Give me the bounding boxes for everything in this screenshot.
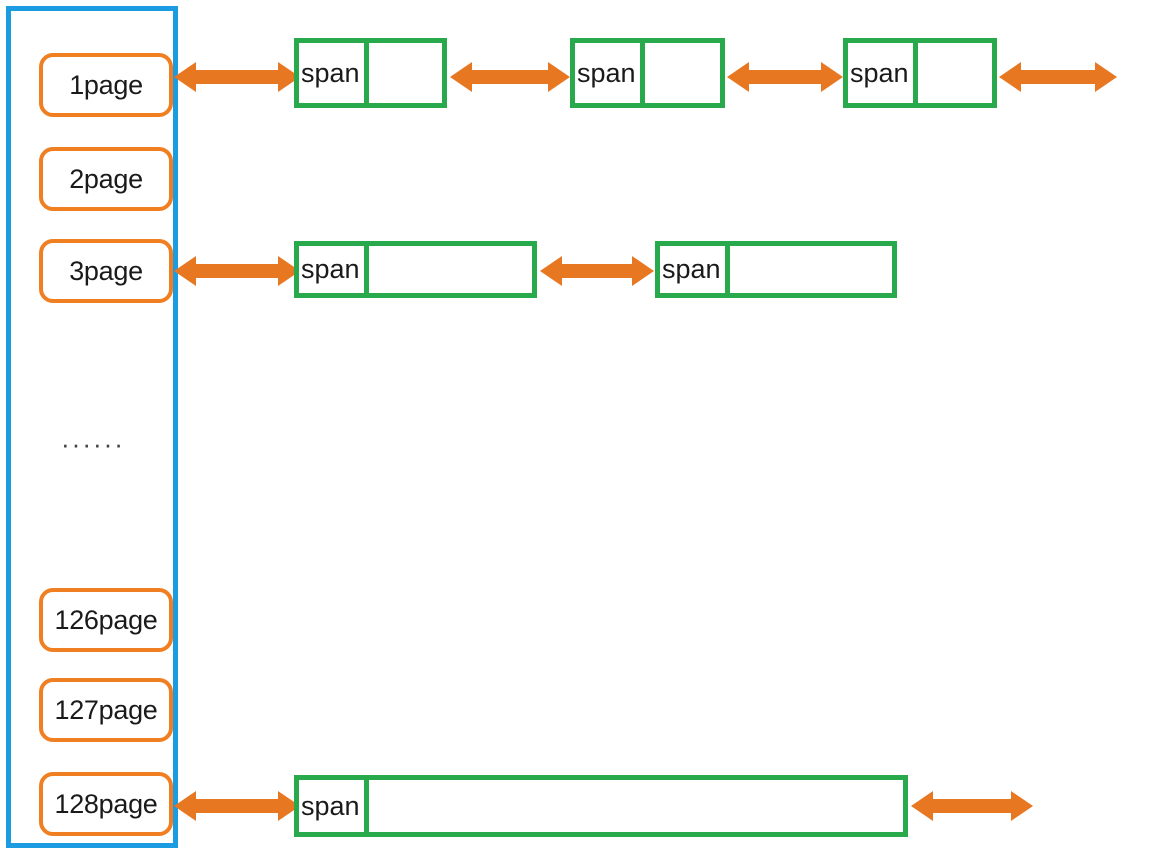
span-block-r2-2[interactable]: span xyxy=(655,241,897,298)
span-block-r1-2[interactable]: span xyxy=(570,38,725,108)
span-block-r1-1[interactable]: span xyxy=(294,38,447,108)
span-label-cell: span xyxy=(299,43,369,103)
page-box-label: 1page xyxy=(69,69,143,100)
span-label-cell: span xyxy=(848,43,918,103)
arrow-span3-to-next xyxy=(999,58,1117,96)
page-box-label: 128page xyxy=(54,788,158,819)
span-block-r1-3[interactable]: span xyxy=(843,38,997,108)
page-box-3[interactable]: 3page xyxy=(39,239,173,303)
span-label: span xyxy=(662,254,721,284)
page-box-1[interactable]: 1page xyxy=(39,53,173,117)
page-box-2[interactable]: 2page xyxy=(39,147,173,211)
page-box-127[interactable]: 127page xyxy=(39,678,173,742)
page-box-label: 2page xyxy=(69,163,143,194)
span-data-cell xyxy=(369,246,532,293)
page-list-ellipsis: ······ xyxy=(61,429,125,459)
span-data-cell xyxy=(730,246,892,293)
span-label-cell: span xyxy=(299,780,369,832)
span-label: span xyxy=(301,790,360,821)
span-label-cell: span xyxy=(575,43,645,103)
span-label-cell: span xyxy=(299,246,369,293)
arrow-page3-to-span1 xyxy=(174,252,300,290)
span-data-cell xyxy=(369,780,903,832)
span-label: span xyxy=(301,254,360,284)
span-label: span xyxy=(577,57,636,88)
page-box-126[interactable]: 126page xyxy=(39,588,173,652)
page-list-container: 1page 2page 3page ······ 126page 127page… xyxy=(6,6,178,848)
arrow-page1-to-span1 xyxy=(174,58,300,96)
span-label-cell: span xyxy=(660,246,730,293)
arrow-r3-span1-to-next xyxy=(911,787,1033,825)
arrow-span2-to-span3 xyxy=(727,58,843,96)
page-box-label: 3page xyxy=(69,255,143,286)
span-block-r3-1[interactable]: span xyxy=(294,775,908,837)
span-label: span xyxy=(301,57,360,88)
arrow-span1-to-span2 xyxy=(450,58,570,96)
arrow-r2-span1-to-span2 xyxy=(540,252,654,290)
span-block-r2-1[interactable]: span xyxy=(294,241,537,298)
page-box-label: 126page xyxy=(54,604,158,635)
span-label: span xyxy=(850,57,909,88)
page-box-label: 127page xyxy=(54,694,158,725)
span-data-cell xyxy=(918,43,992,103)
span-data-cell xyxy=(369,43,442,103)
arrow-page128-to-span1 xyxy=(174,787,300,825)
page-box-128[interactable]: 128page xyxy=(39,772,173,836)
span-data-cell xyxy=(645,43,720,103)
